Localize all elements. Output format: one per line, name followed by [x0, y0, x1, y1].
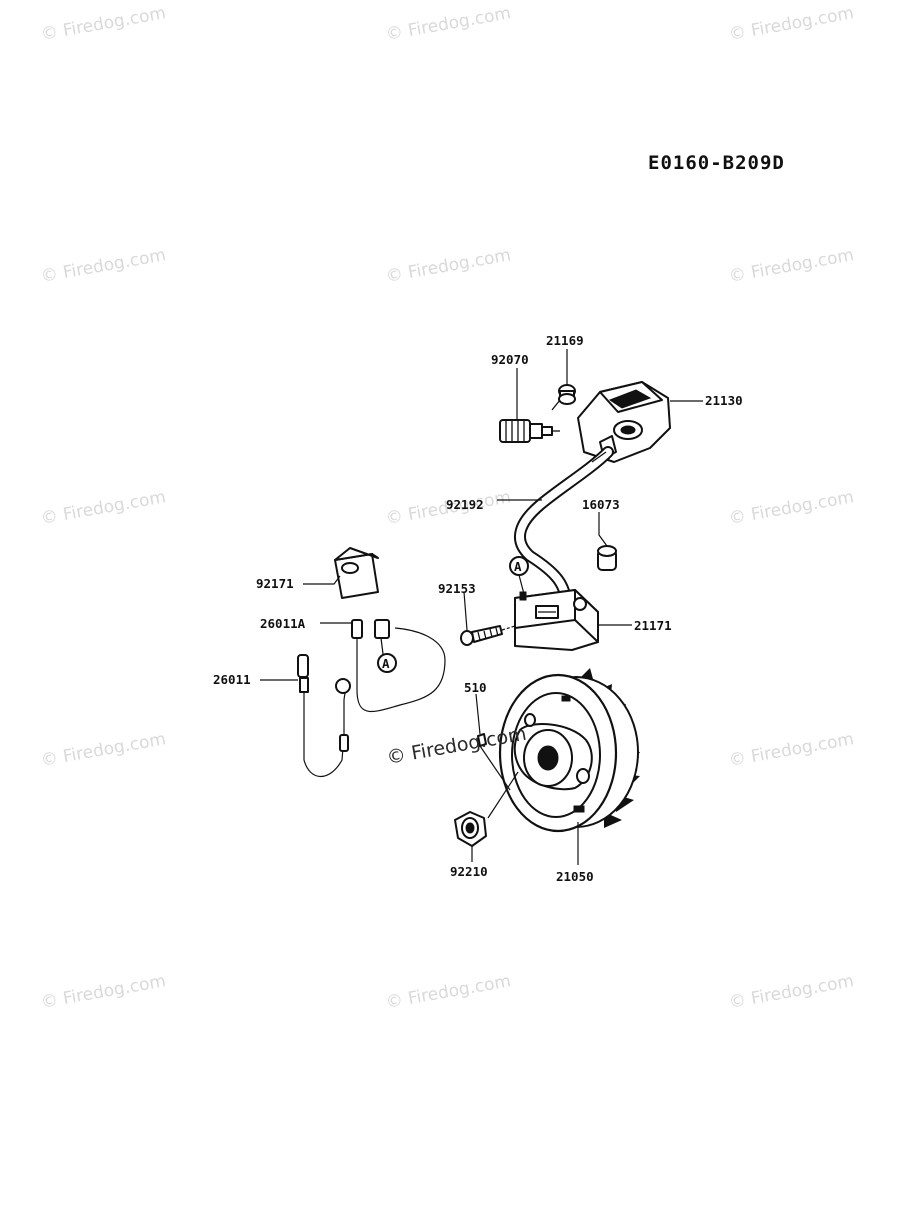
watermark: © Firedog.com — [727, 245, 855, 287]
part-label-92210: 92210 — [450, 864, 488, 879]
part-label-510: 510 — [464, 680, 487, 695]
watermark: © Firedog.com — [384, 3, 512, 45]
cap-nut[interactable] — [551, 384, 576, 411]
bolt[interactable] — [460, 625, 516, 646]
part-label-21171: 21171 — [634, 618, 672, 633]
ignition-coil[interactable] — [514, 589, 599, 651]
part-label-92153: 92153 — [438, 581, 476, 596]
watermark: © Firedog.com — [39, 3, 167, 45]
high-tension-cord[interactable] — [514, 446, 614, 616]
part-label-16073: 16073 — [582, 497, 620, 512]
clamp[interactable] — [334, 547, 379, 599]
watermark: © Firedog.com — [727, 971, 855, 1013]
diagram-code: E0160-B209D — [648, 152, 785, 174]
watermark: © Firedog.com — [39, 245, 167, 287]
part-label-21169: 21169 — [546, 333, 584, 348]
watermark: © Firedog.com — [39, 971, 167, 1013]
spacer[interactable] — [597, 545, 617, 571]
key[interactable] — [477, 733, 487, 747]
nut[interactable] — [454, 811, 487, 847]
watermark: © Firedog.com — [39, 729, 167, 771]
part-label-26011A: 26011A — [260, 616, 306, 631]
part-label-92192: 92192 — [446, 497, 484, 512]
lead-wire-26011[interactable] — [297, 654, 351, 777]
part-label-26011: 26011 — [213, 672, 251, 687]
watermark: © Firedog.com — [39, 487, 167, 529]
watermark: © Firedog.com — [384, 245, 512, 287]
part-labels: 92070 21169 21130 92192 16073 92171 9215… — [213, 333, 743, 884]
watermark: © Firedog.com — [384, 971, 512, 1013]
watermark: © Firedog.com — [727, 729, 855, 771]
callout-letter: A — [382, 656, 390, 671]
part-label-21130: 21130 — [705, 393, 743, 408]
watermark: © Firedog.com — [727, 487, 855, 529]
leader-lines — [260, 349, 703, 865]
callout-marker: A — [509, 556, 529, 595]
callout-letter: A — [514, 559, 522, 574]
part-label-92171: 92171 — [256, 576, 294, 591]
flywheel[interactable] — [498, 668, 640, 833]
spark-plug[interactable] — [499, 419, 560, 443]
part-label-92070: 92070 — [491, 352, 529, 367]
callout-marker: A — [377, 637, 397, 673]
lead-wire-26011A[interactable] — [351, 619, 446, 713]
part-label-21050: 21050 — [556, 869, 594, 884]
watermark: © Firedog.com — [727, 3, 855, 45]
plug-cap[interactable] — [577, 381, 671, 463]
